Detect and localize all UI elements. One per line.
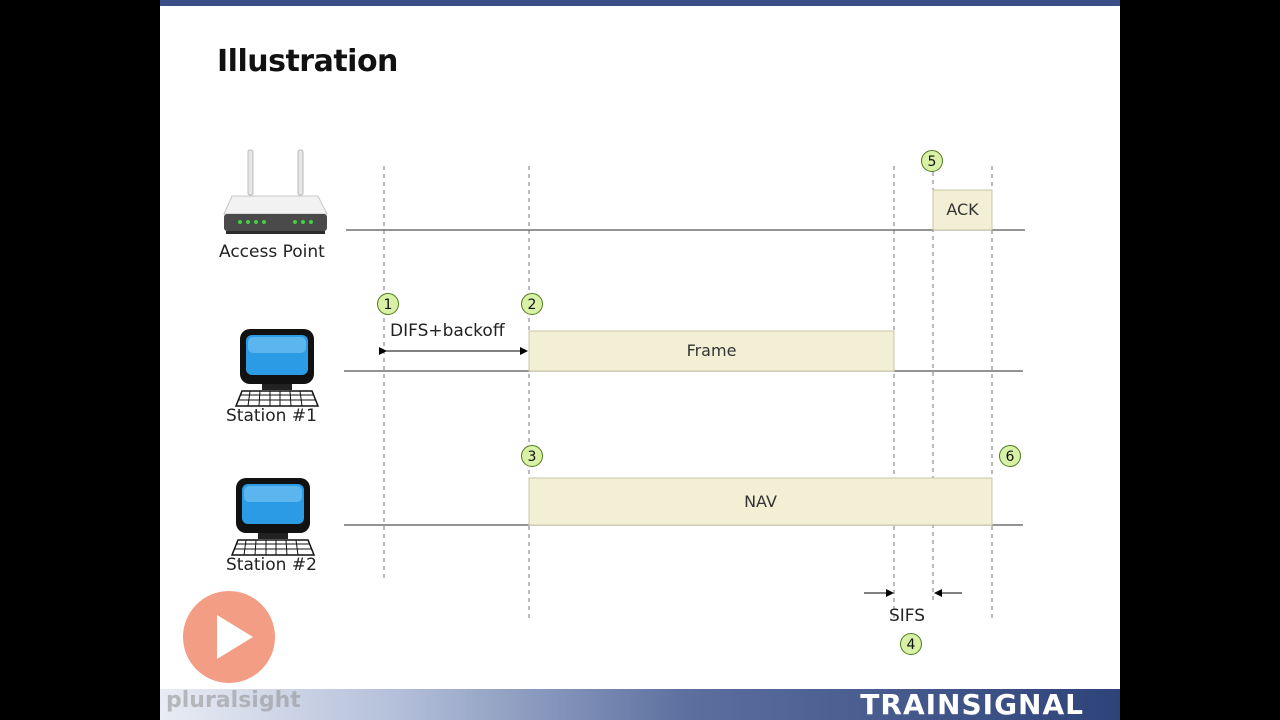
step-marker-6: 6 [999,445,1021,467]
ack-box [932,189,993,231]
frame-label: Frame [686,341,737,360]
router-icon [223,149,328,234]
play-button[interactable] [183,591,275,683]
computer-icon [234,329,320,407]
sifs-label: SIFS [889,606,926,626]
footer-bar [160,689,1120,720]
device-label-station-2: Station #2 [226,555,317,575]
slide: Illustration [160,0,1120,720]
nav-label: NAV [744,492,777,511]
difs-backoff-label: DIFS+backoff [390,321,505,341]
computer-icon [230,478,316,556]
ack-label: ACK [946,200,979,219]
trainsignal-logo: TRAINSIGNAL [860,688,1084,720]
frame-box [528,330,895,372]
step-marker-4: 4 [900,633,922,655]
step-marker-1: 1 [377,293,399,315]
slide-title: Illustration [217,44,398,79]
pluralsight-logo: pluralsight [166,688,301,713]
step-marker-3: 3 [521,445,543,467]
step-marker-5: 5 [921,150,943,172]
timing-diagram [223,149,1025,620]
device-label-station-1: Station #1 [226,406,317,426]
device-label-access-point: Access Point [219,242,325,262]
nav-box [528,477,993,526]
step-marker-2: 2 [521,293,543,315]
top-bar [160,0,1120,6]
